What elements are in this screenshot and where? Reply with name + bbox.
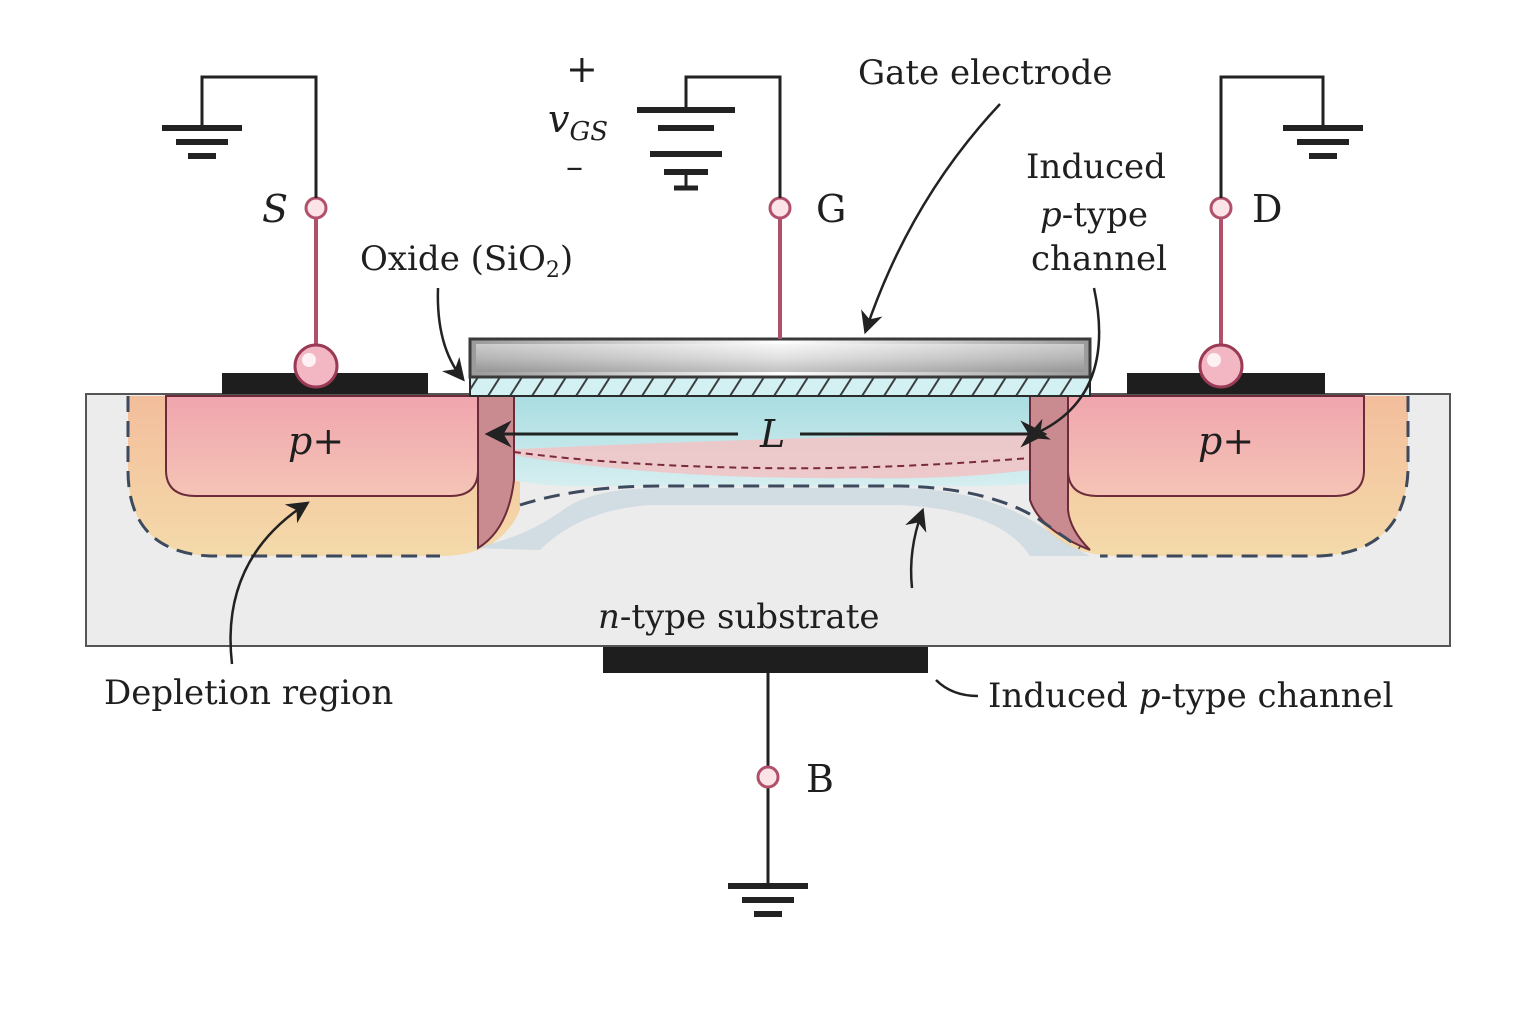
induced-bottom-prefix: Induced (988, 676, 1139, 716)
depletion-boundary-right (1100, 396, 1410, 558)
induced-channel-label-type: -type (1062, 195, 1148, 235)
body-contact (603, 647, 928, 673)
vgs-symbol-main: v (548, 97, 570, 141)
p-plus-label-left: p+ (288, 419, 344, 463)
induced-bottom-rest: -type channel (1161, 676, 1394, 716)
gate-supply-wire (684, 75, 782, 198)
drain-ground-wire (1219, 75, 1325, 198)
drain-ball-shine (1207, 353, 1221, 367)
vgs-minus-sign: – (566, 147, 583, 187)
drain-terminal (1209, 196, 1233, 220)
source-terminal (304, 196, 328, 220)
induced-channel-label-line3: channel (1031, 239, 1167, 279)
p-plus-label-right: p+ (1198, 419, 1254, 463)
oxide-label-close: ) (560, 239, 573, 279)
induced-channel-label-line1: Induced (1026, 147, 1166, 187)
gate-electrode-label: Gate electrode (858, 53, 1112, 93)
depletion-boundary-channel (519, 484, 1081, 550)
p-plus-region-right (1067, 395, 1365, 497)
induced-channel-pointer (1025, 287, 1101, 440)
oxide-hatch (470, 377, 1090, 396)
oxide-label: Oxide (SiO2) (360, 239, 573, 283)
gate-electrode-highlight (476, 344, 1084, 372)
depletion-region-pointer (229, 501, 310, 665)
substrate-label: n-type substrate (598, 597, 880, 637)
gate-terminal (768, 196, 792, 220)
vgs-symbol: vGS (548, 97, 608, 147)
gate-terminal-label: G (816, 187, 846, 231)
depletion-region-label: Depletion region (104, 673, 393, 713)
channel-length-label: L (759, 412, 785, 456)
depletion-boundary-left (126, 396, 440, 558)
body-terminal-label: B (806, 757, 834, 801)
vgs-symbol-subscript: GS (569, 117, 608, 147)
substrate-pointer (905, 507, 927, 589)
induced-channel-label-p: p (1040, 195, 1062, 235)
body-terminal (756, 765, 780, 789)
oxide-label-main: Oxide (SiO (360, 239, 546, 279)
substrate-label-n: n (598, 597, 620, 637)
induced-channel-bottom-tick (935, 679, 979, 698)
induced-bottom-p: p (1139, 676, 1161, 716)
substrate-label-rest: -type substrate (620, 597, 880, 637)
induced-channel-boundary (513, 451, 1031, 470)
channel-depletion-zone (470, 488, 1090, 556)
oxide-label-subscript: 2 (546, 258, 560, 283)
oxide-pointer (436, 287, 465, 382)
induced-channel-bottom-label: Induced p-type channel (988, 676, 1394, 716)
drain-contact-ball (1198, 343, 1244, 389)
source-ball-shine (302, 353, 316, 367)
drain-terminal-label: D (1252, 187, 1282, 231)
gate-electrode-pointer (861, 103, 1001, 335)
induced-channel-label-line2: p-type (1040, 195, 1148, 235)
source-ground-wire (200, 75, 318, 198)
source-terminal-label: S (262, 187, 288, 231)
vgs-plus-sign: + (566, 47, 598, 91)
source-contact-ball (293, 343, 339, 389)
